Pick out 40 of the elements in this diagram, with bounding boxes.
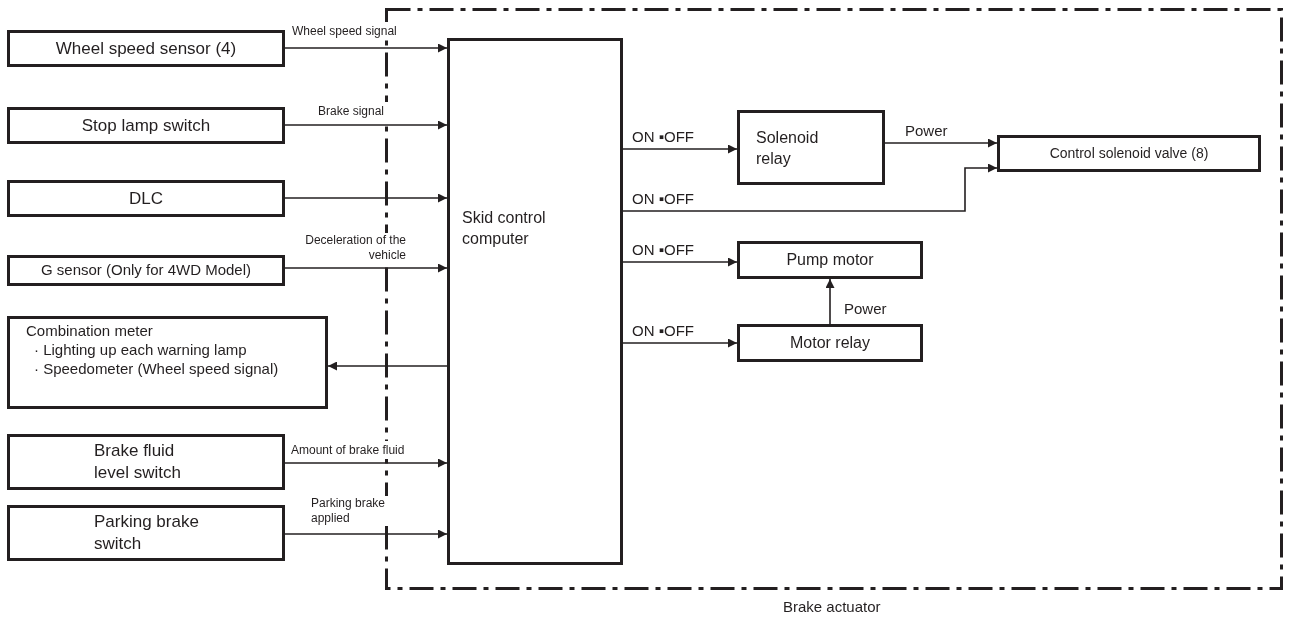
box-label: Parking brake switch [94, 511, 200, 555]
arrow [825, 278, 835, 325]
box-label: Pump motor [786, 250, 874, 270]
region-label: Brake actuator [783, 597, 881, 617]
arrow [622, 144, 738, 154]
computer-box [447, 38, 623, 565]
arrow [284, 458, 448, 468]
arrow [284, 120, 448, 130]
box-label: Stop lamp switch [81, 114, 211, 137]
arrow [284, 529, 448, 539]
arrow [284, 193, 448, 203]
arrow [622, 257, 738, 267]
box-label: Wheel speed sensor (4) [55, 37, 237, 60]
component-box [7, 107, 285, 144]
box-label: Brake fluid level switch [94, 440, 182, 484]
box-label: Combination meter [26, 321, 153, 340]
bullet-text: · Lighting up each warning lamp [33, 340, 247, 359]
arrow [327, 361, 448, 371]
arrow [884, 138, 998, 148]
arrow [622, 338, 738, 348]
box-label: Solenoid relay [756, 127, 820, 169]
component-box [7, 505, 285, 561]
component-box [7, 434, 285, 490]
arrow [284, 263, 448, 273]
box-label: Motor relay [790, 333, 870, 353]
box-label: Control solenoid valve (8) [1049, 144, 1209, 163]
component-box [7, 316, 328, 409]
bullet-text: · Speedometer (Wheel speed signal) [33, 359, 279, 378]
arrow [284, 43, 448, 53]
box-label: DLC [129, 187, 163, 210]
component-box [737, 324, 923, 362]
component-box [7, 255, 285, 286]
component-box [7, 30, 285, 67]
box-label: Skid control computer [462, 208, 547, 249]
component-box [737, 110, 885, 185]
arrow [622, 163, 998, 212]
component-box [997, 135, 1261, 172]
box-label: G sensor (Only for 4WD Model) [40, 260, 252, 281]
component-box [737, 241, 923, 279]
component-box [7, 180, 285, 217]
